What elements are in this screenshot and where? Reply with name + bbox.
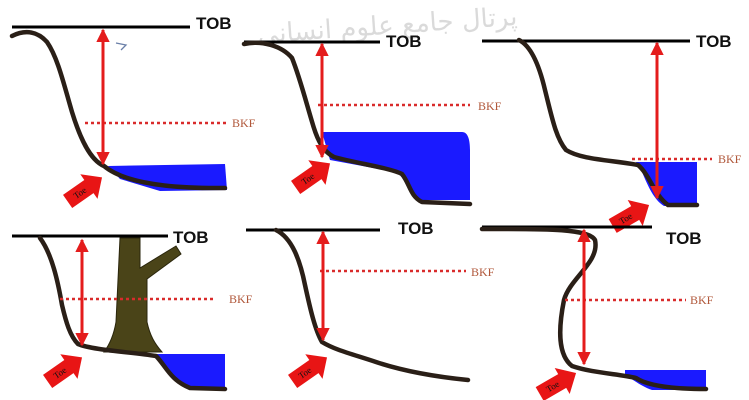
water-body [625,370,706,390]
bank-profile [479,226,709,392]
tob-label: TOB [696,32,732,51]
toe-marker: Toe [291,160,331,195]
bkf-label: BKF [471,265,495,279]
toe-marker: Toe [608,200,650,233]
bank-profile [273,227,471,383]
toe-marker: Toe [63,174,103,209]
tob-label: TOB [666,229,702,248]
panel-e: TOB BKF Toe [246,219,495,389]
panel-b: TOB BKF Toe [241,32,502,207]
water-body [322,132,470,200]
tob-label: TOB [173,228,209,247]
small-mark-icon [115,42,128,51]
water-body [108,164,227,191]
tob-label: TOB [386,32,422,51]
toe-marker: Toe [43,354,83,389]
panel-f: TOB BKF Toe [479,225,714,400]
water-body [152,354,225,388]
bkf-label: BKF [690,293,714,307]
toe-marker: Toe [288,354,328,389]
panel-c: TOB BKF Toe [482,32,742,233]
bkf-label: BKF [232,116,256,130]
panel-d: TOB BKF Toe [12,228,253,392]
bkf-label: BKF [718,152,742,166]
bank-profile [9,29,228,191]
tob-label: TOB [196,14,232,33]
bkf-label: BKF [229,292,253,306]
toe-marker: Toe [535,368,577,400]
tree-trunk [103,237,182,353]
water-body [636,162,697,206]
panel-a: TOB BKF Toe [9,14,256,209]
tob-label: TOB [398,219,434,238]
bkf-label: BKF [478,99,502,113]
bank-profile [516,37,700,208]
